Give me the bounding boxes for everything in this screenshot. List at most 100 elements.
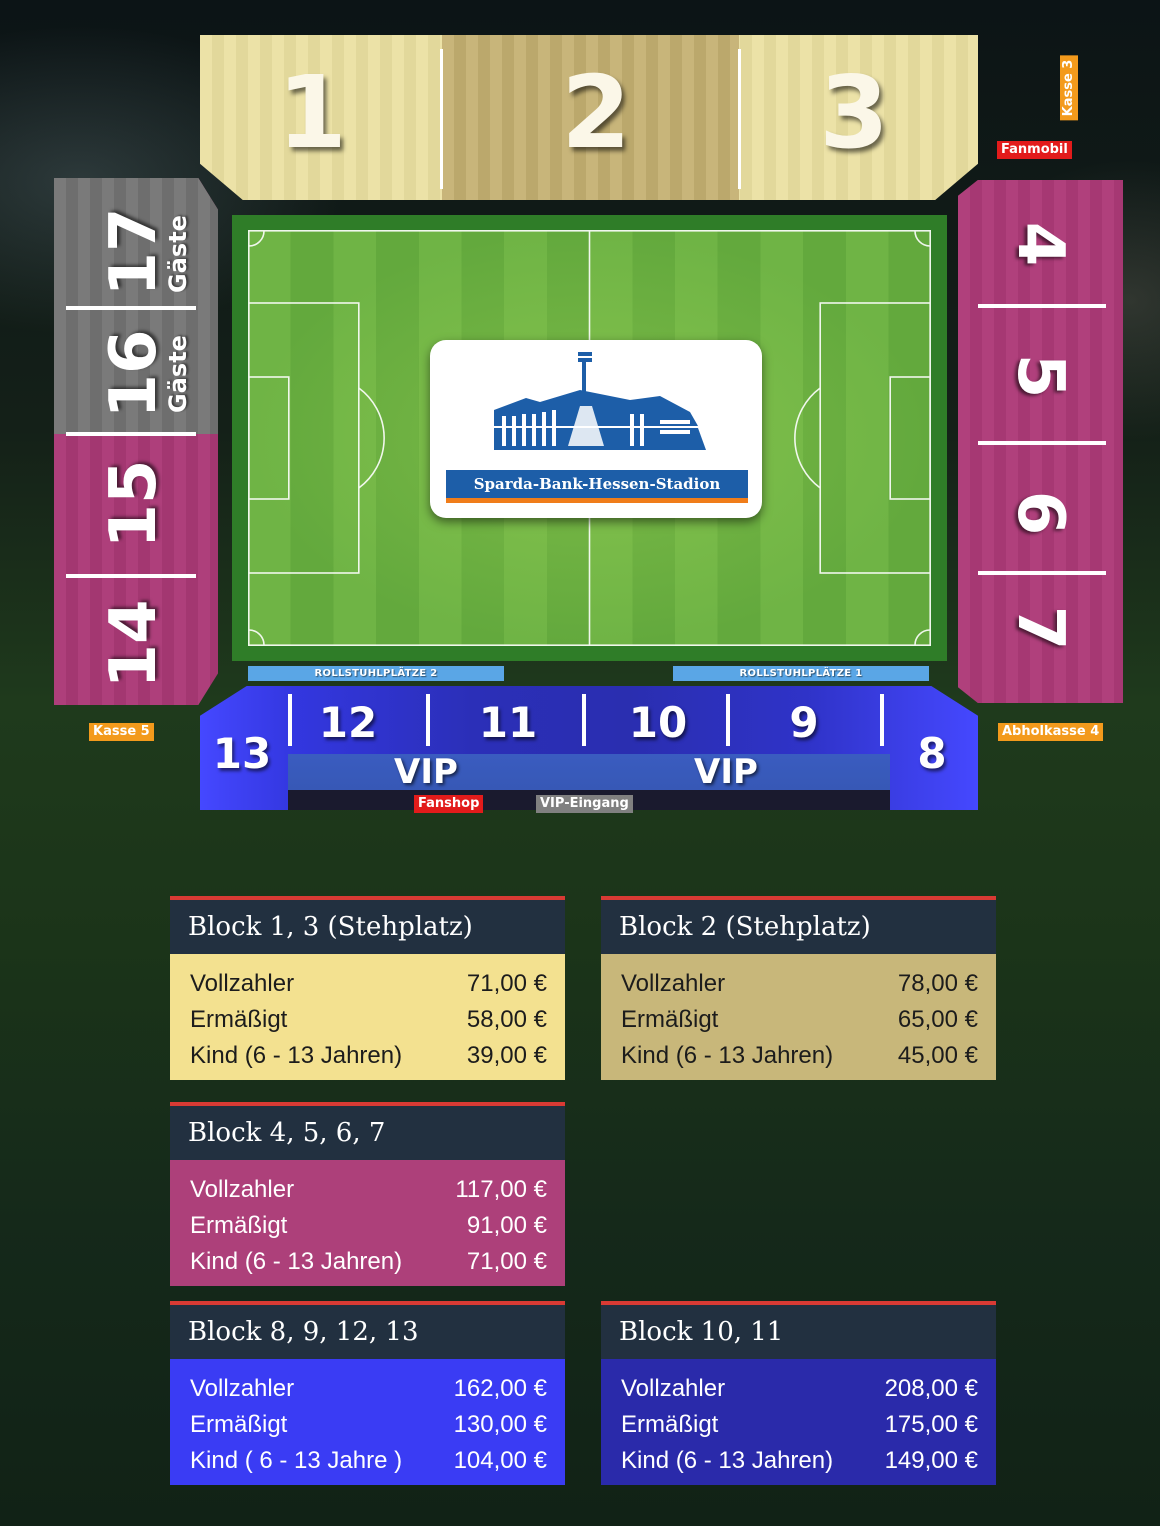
block-11-label[interactable]: 11 — [478, 698, 538, 747]
price-value: 78,00 € — [897, 970, 978, 997]
price-value: 208,00 € — [884, 1375, 978, 1402]
card-title: Block 1, 3 (Stehplatz) — [170, 900, 565, 954]
fanshop-tag[interactable]: Fanshop — [414, 795, 484, 813]
price-value: 58,00 € — [466, 1006, 547, 1033]
stadium-building-icon — [494, 352, 706, 450]
price-row: Vollzahler 71,00 € — [190, 966, 547, 1002]
pitch-frame — [232, 215, 947, 661]
price-value: 130,00 € — [453, 1411, 547, 1438]
price-row: Kind (6 - 13 Jahren)71,00 € — [190, 1244, 547, 1280]
north-stand[interactable]: 1 2 3 — [200, 35, 978, 200]
block-17-label[interactable]: 17 — [97, 207, 171, 297]
price-label: Vollzahler — [190, 970, 295, 997]
stand-divider — [66, 306, 196, 310]
block-13-label[interactable]: 13 — [212, 729, 272, 778]
price-value: 149,00 € — [884, 1447, 978, 1474]
block-4-label[interactable]: 4 — [1003, 221, 1077, 267]
price-label: Ermäßigt — [190, 1411, 288, 1438]
vip-entrance-tag[interactable]: VIP-Eingang — [536, 795, 633, 813]
card-accent-line — [170, 1102, 565, 1106]
price-value: 71,00 € — [466, 970, 547, 997]
block-2-area[interactable] — [442, 35, 739, 200]
wheelchair-area-2[interactable]: ROLLSTUHLPLÄTZE 2 — [248, 666, 504, 681]
price-value: 71,00 € — [466, 1248, 547, 1275]
price-card-block-8-9-12-13: Block 8, 9, 12, 13 Vollzahler 162,00 € Er… — [170, 1301, 565, 1485]
price-value: 91,00 € — [466, 1212, 547, 1239]
stand-divider — [288, 694, 292, 746]
block-10-label[interactable]: 10 — [628, 698, 688, 747]
stand-divider — [880, 694, 884, 746]
stand-divider — [978, 441, 1106, 445]
block-14-label[interactable]: 14 — [97, 599, 171, 689]
block-15-label[interactable]: 15 — [97, 459, 171, 549]
price-row: Vollzahler 162,00 € — [190, 1371, 547, 1407]
football-pitch — [248, 230, 931, 646]
guest-label: Gäste — [164, 335, 192, 413]
stadium-logo-card: Sparda-Bank-Hessen-Stadion — [430, 340, 762, 518]
price-label: Kind (6 - 13 Jahren) — [621, 1447, 834, 1474]
price-row: Vollzahler 78,00 € — [621, 966, 978, 1002]
abholkasse-4-tag[interactable]: Abholkasse 4 — [998, 723, 1104, 741]
stand-divider — [426, 694, 430, 746]
price-label: Vollzahler — [190, 1375, 295, 1402]
block-5-label[interactable]: 5 — [1003, 353, 1077, 399]
south-stand[interactable]: 13 12 11 10 9 8 VIP VIP — [200, 686, 978, 810]
price-value: 117,00 € — [455, 1176, 547, 1203]
price-label: Kind (6 - 13 Jahren) — [190, 1042, 403, 1069]
block-3-label[interactable]: 3 — [819, 54, 889, 171]
stand-divider — [582, 694, 586, 746]
stand-divider — [726, 694, 730, 746]
stand-divider — [440, 49, 443, 189]
wheelchair-area-1[interactable]: ROLLSTUHLPLÄTZE 1 — [673, 666, 929, 681]
card-title: Block 8, 9, 12, 13 — [170, 1305, 565, 1359]
block-2-label[interactable]: 2 — [561, 54, 631, 171]
price-row: Kind (6 - 13 Jahren)39,00 € — [190, 1038, 547, 1074]
price-label: Ermäßigt — [190, 1006, 288, 1033]
vip-label-left[interactable]: VIP — [394, 752, 458, 792]
kasse-3-tag[interactable]: Kasse 3 — [1060, 55, 1078, 121]
west-stand[interactable]: 17 Gäste 16 Gäste 15 14 — [54, 178, 218, 705]
card-accent-line — [601, 896, 996, 900]
block-12-label[interactable]: 12 — [318, 698, 378, 747]
block-9-label[interactable]: 9 — [789, 698, 819, 747]
price-value: 104,00 € — [453, 1447, 547, 1474]
price-label: Vollzahler — [190, 1176, 295, 1203]
price-value: 45,00 € — [897, 1042, 978, 1069]
vip-label-right[interactable]: VIP — [694, 752, 758, 792]
stand-divider — [66, 574, 196, 578]
price-value: 162,00 € — [453, 1375, 547, 1402]
block-6-label[interactable]: 6 — [1003, 490, 1077, 536]
price-card-block-4-7: Block 4, 5, 6, 7 Vollzahler 117,00 € Ermä… — [170, 1102, 565, 1286]
fanmobil-tag[interactable]: Fanmobil — [997, 141, 1072, 159]
stand-divider — [978, 571, 1106, 575]
block-7-label[interactable]: 7 — [1003, 605, 1077, 651]
price-row: Vollzahler 117,00 € — [190, 1172, 547, 1208]
stand-divider — [738, 49, 741, 189]
card-accent-line — [170, 1301, 565, 1305]
block-16-label[interactable]: 16 — [97, 329, 171, 419]
logo-band — [446, 470, 748, 502]
price-label: Ermäßigt — [621, 1411, 719, 1438]
block-8-label[interactable]: 8 — [917, 729, 947, 778]
block-1-label[interactable]: 1 — [277, 54, 347, 171]
kasse-5-tag[interactable]: Kasse 5 — [89, 723, 154, 741]
logo-text: Sparda-Bank-Hessen-Stadion — [473, 475, 721, 493]
price-row: Ermäßigt 58,00 € — [190, 1002, 547, 1038]
price-label: Vollzahler — [621, 970, 726, 997]
card-title: Block 4, 5, 6, 7 — [170, 1106, 565, 1160]
card-body: Vollzahler 71,00 € Ermäßigt 58,00 € Kind (… — [170, 954, 565, 1080]
card-accent-line — [601, 1301, 996, 1305]
stand-divider — [978, 304, 1106, 308]
guest-label: Gäste — [164, 215, 192, 293]
east-stand[interactable]: 4 5 6 7 — [958, 180, 1123, 703]
stand-divider — [66, 432, 196, 436]
